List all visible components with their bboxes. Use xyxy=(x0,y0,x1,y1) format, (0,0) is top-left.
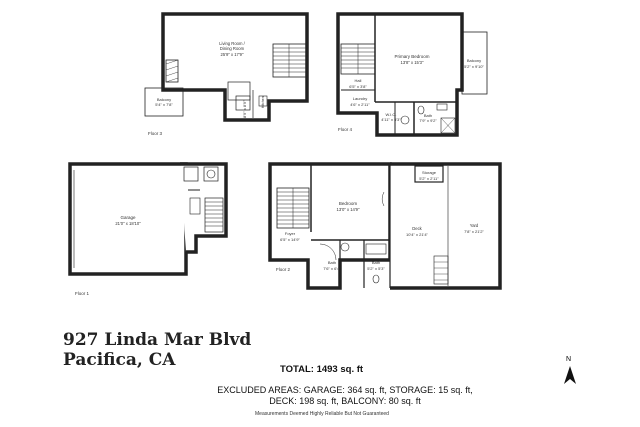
laundry-name: Laundry xyxy=(353,96,367,101)
kitchen-dim: 8'9" x 8'9" xyxy=(242,100,247,118)
storage-dim: 5'2" x 2'11" xyxy=(419,176,439,181)
foyer-name: Foyer xyxy=(285,231,296,236)
yard-name: Yard xyxy=(470,223,479,228)
floor3-balcony-dim: 5'4" x 7'8" xyxy=(155,102,173,107)
garage-name: Garage xyxy=(120,215,136,220)
storage-name: Storage xyxy=(422,170,437,175)
living-room-name: Living Room / xyxy=(219,41,245,46)
floor-1-plan xyxy=(68,162,228,276)
address-line-2: Pacifica, CA xyxy=(63,350,176,370)
floor-2-label: Floor 2 xyxy=(276,267,291,272)
floor2-bath1-name: Bath xyxy=(328,260,336,265)
floor-1-label: Floor 1 xyxy=(75,291,90,296)
dining-room-name: Dining Room xyxy=(220,46,245,51)
floor2-bath1-dim: 7'6" x 6'4" xyxy=(323,266,341,271)
floor-4-plan xyxy=(336,12,488,137)
yard-dim: 7'8" x 21'2" xyxy=(464,229,484,234)
floor3-balcony-name: Balcony xyxy=(157,97,171,102)
hall-name: Hall xyxy=(355,78,362,83)
north-arrow-icon xyxy=(564,366,576,384)
kitchen-name: Kitchen xyxy=(261,96,265,108)
floor-2-plan xyxy=(268,162,502,290)
bedroom-dim: 13'0" x 14'9" xyxy=(337,207,360,212)
deck-dim: 10'4" x 21'4" xyxy=(406,232,429,237)
living-room-dim: 25'9" x 17'9" xyxy=(221,52,244,57)
floor4-balcony-dim: 5'2" x 9'10" xyxy=(464,64,484,69)
floor-4-label: Floor 4 xyxy=(338,127,353,132)
floor4-bath-name: Bath xyxy=(424,113,432,118)
excluded-areas-line-2: DECK: 198 sq. ft, BALCONY: 80 sq. ft xyxy=(269,396,421,406)
wic-dim: 4'11" x 5'3" xyxy=(381,117,401,122)
floor-1-labels: Garage 21'0" x 18'10" Floor 1 xyxy=(75,215,141,296)
floor4-balcony-name: Balcony xyxy=(467,58,481,63)
north-label: N xyxy=(566,356,572,363)
address-line-1: 927 Linda Mar Blvd xyxy=(63,330,252,350)
floor-3-labels: Living Room / Dining Room 25'9" x 17'9" … xyxy=(148,41,265,136)
floor2-bath2-dim: 5'2" x 5'3" xyxy=(367,266,385,271)
floor-3-plan xyxy=(144,12,309,122)
garage-dim: 21'0" x 18'10" xyxy=(115,221,141,226)
deck-name: Deck xyxy=(412,226,422,231)
disclaimer: Measurements Deemed Highly Reliable But … xyxy=(255,411,389,417)
floor-4-labels: Primary Bedroom 13'8" x 15'3" Balcony 5'… xyxy=(338,54,484,132)
excluded-areas-line-1: EXCLUDED AREAS: GARAGE: 364 sq. ft, STOR… xyxy=(217,385,473,395)
floor-3-label: Floor 3 xyxy=(148,131,163,136)
hall-dim: 6'5" x 3'8" xyxy=(349,84,367,89)
wic-name: W.I.C. xyxy=(386,112,397,117)
primary-bedroom-dim: 13'8" x 15'3" xyxy=(401,60,424,65)
floor2-bath2-name: Bath xyxy=(372,260,380,265)
primary-bedroom-name: Primary Bedroom xyxy=(394,54,429,59)
bedroom-name: Bedroom xyxy=(339,201,358,206)
laundry-dim: 4'6" x 2'11" xyxy=(350,102,370,107)
floor-2-labels: Bedroom 13'0" x 14'9" Foyer 6'5" x 14'9"… xyxy=(276,170,484,272)
floor4-bath-dim: 7'9" x 9'2" xyxy=(419,118,437,123)
foyer-dim: 6'5" x 14'9" xyxy=(280,237,300,242)
total-area: TOTAL: 1493 sq. ft xyxy=(280,364,364,375)
north-arrow: N xyxy=(560,356,580,386)
